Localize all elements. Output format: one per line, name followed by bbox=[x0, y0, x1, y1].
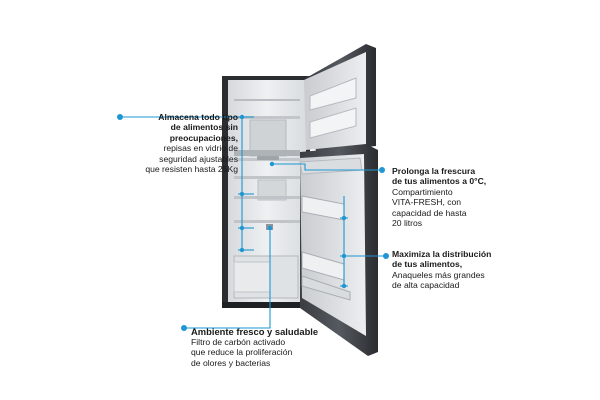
callout-shelves-text-2: seguridad ajustables bbox=[159, 153, 238, 164]
callout-vita-fresh-text-4: 20 litros bbox=[392, 218, 423, 229]
callout-markers bbox=[117, 114, 389, 331]
callout-door-shelves-text-1: Anaqueles más grandes bbox=[392, 269, 485, 280]
callout-carbon-filter-text-1: Filtro de carbón activado bbox=[191, 337, 286, 347]
callout-carbon-filter: Ambiente fresco y saludable Filtro de ca… bbox=[191, 326, 331, 368]
callout-vita-fresh: Prolonga la frescura de tus alimentos a … bbox=[392, 166, 522, 228]
callout-vita-fresh-text-3: capacidad de hasta bbox=[392, 207, 467, 218]
callout-shelves-text-3: que resisten hasta 25Kg bbox=[145, 164, 238, 175]
callout-vita-fresh-title-1: Prolonga la frescura bbox=[392, 166, 476, 176]
callout-shelves-title-3: preocupaciones, bbox=[169, 132, 238, 143]
callout-vita-fresh-text-2: VITA-FRESH, con bbox=[392, 197, 462, 208]
callout-vita-fresh-title-2: de tus alimentos a 0°C, bbox=[392, 176, 487, 187]
callout-door-shelves-title-1: Maximiza la distribución bbox=[392, 249, 492, 259]
callout-carbon-filter-text-3: de olores y bacterias bbox=[191, 357, 271, 368]
callout-carbon-filter-title: Ambiente fresco y saludable bbox=[191, 326, 319, 337]
callout-door-shelves-title-2: de tus alimentos, bbox=[392, 259, 463, 270]
fridge-door bbox=[299, 146, 378, 356]
callout-door-shelves-text-2: de alta capacidad bbox=[392, 280, 460, 291]
callout-door-shelves: Maximiza la distribución de tus alimento… bbox=[392, 249, 522, 291]
callout-carbon-filter-text-2: que reduce la proliferación bbox=[191, 347, 293, 358]
callout-shelves-title-2: de alimentos sin bbox=[170, 122, 238, 133]
callout-shelves-title-1: Almacena todo tipo bbox=[158, 112, 238, 122]
freezer-door bbox=[304, 44, 376, 152]
callout-shelves-text-1: repisas en vidrio de bbox=[163, 143, 238, 154]
fridge-cabinet bbox=[222, 76, 310, 308]
callout-vita-fresh-text-1: Compartimiento bbox=[392, 186, 453, 197]
callout-shelves: Almacena todo tipo de alimentos sin preo… bbox=[116, 112, 238, 174]
